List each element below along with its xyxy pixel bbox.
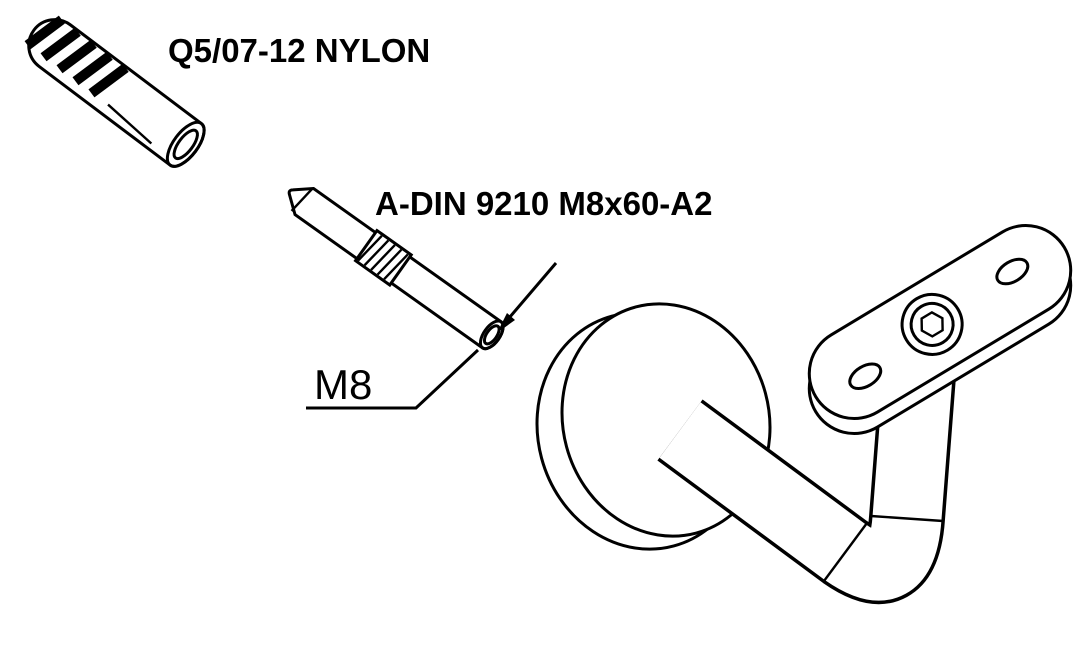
center-screw-head [909,301,955,347]
anchor-label: Q5/07-12 NYLON [168,32,430,69]
bolt-label: A-DIN 9210 M8x60-A2 [375,185,712,222]
handrail-bracket-drawing [535,223,1073,604]
thread-line [357,234,383,262]
arm-tube-fill [659,359,954,601]
nylon-anchor-drawing [24,15,206,168]
anchor-mouth-rim [165,120,206,168]
saddle-plate [807,223,1073,421]
dimension-leader-line [306,348,480,410]
thread-dimension-label: M8 [314,361,372,408]
anchor-rib [72,51,113,86]
bolt-tip-chamfer [290,187,314,212]
anchor-rib [40,27,81,62]
m8-dimension-callout: M8 [306,262,558,410]
elbow-joint-line-upper [870,514,944,523]
anchor-slit [107,103,153,145]
thread-line [376,248,403,276]
dimension-arrowhead-icon [497,313,515,333]
thread-line [383,253,409,280]
dimension-arrow-shaft [507,262,558,319]
hex-socket-icon [920,311,944,338]
bolt-end-face [478,319,505,351]
anchor-rib [24,15,65,50]
bolt-end-bore [482,324,501,346]
anchor-bore [172,128,199,161]
thread-line [363,239,390,267]
elbow-joint-line-lower [823,522,868,582]
saddle-hole-right [995,257,1030,286]
anchor-rib [88,63,129,98]
saddle-hole-left [848,362,883,390]
thread-line [370,244,396,271]
anchor-rib [56,39,97,74]
